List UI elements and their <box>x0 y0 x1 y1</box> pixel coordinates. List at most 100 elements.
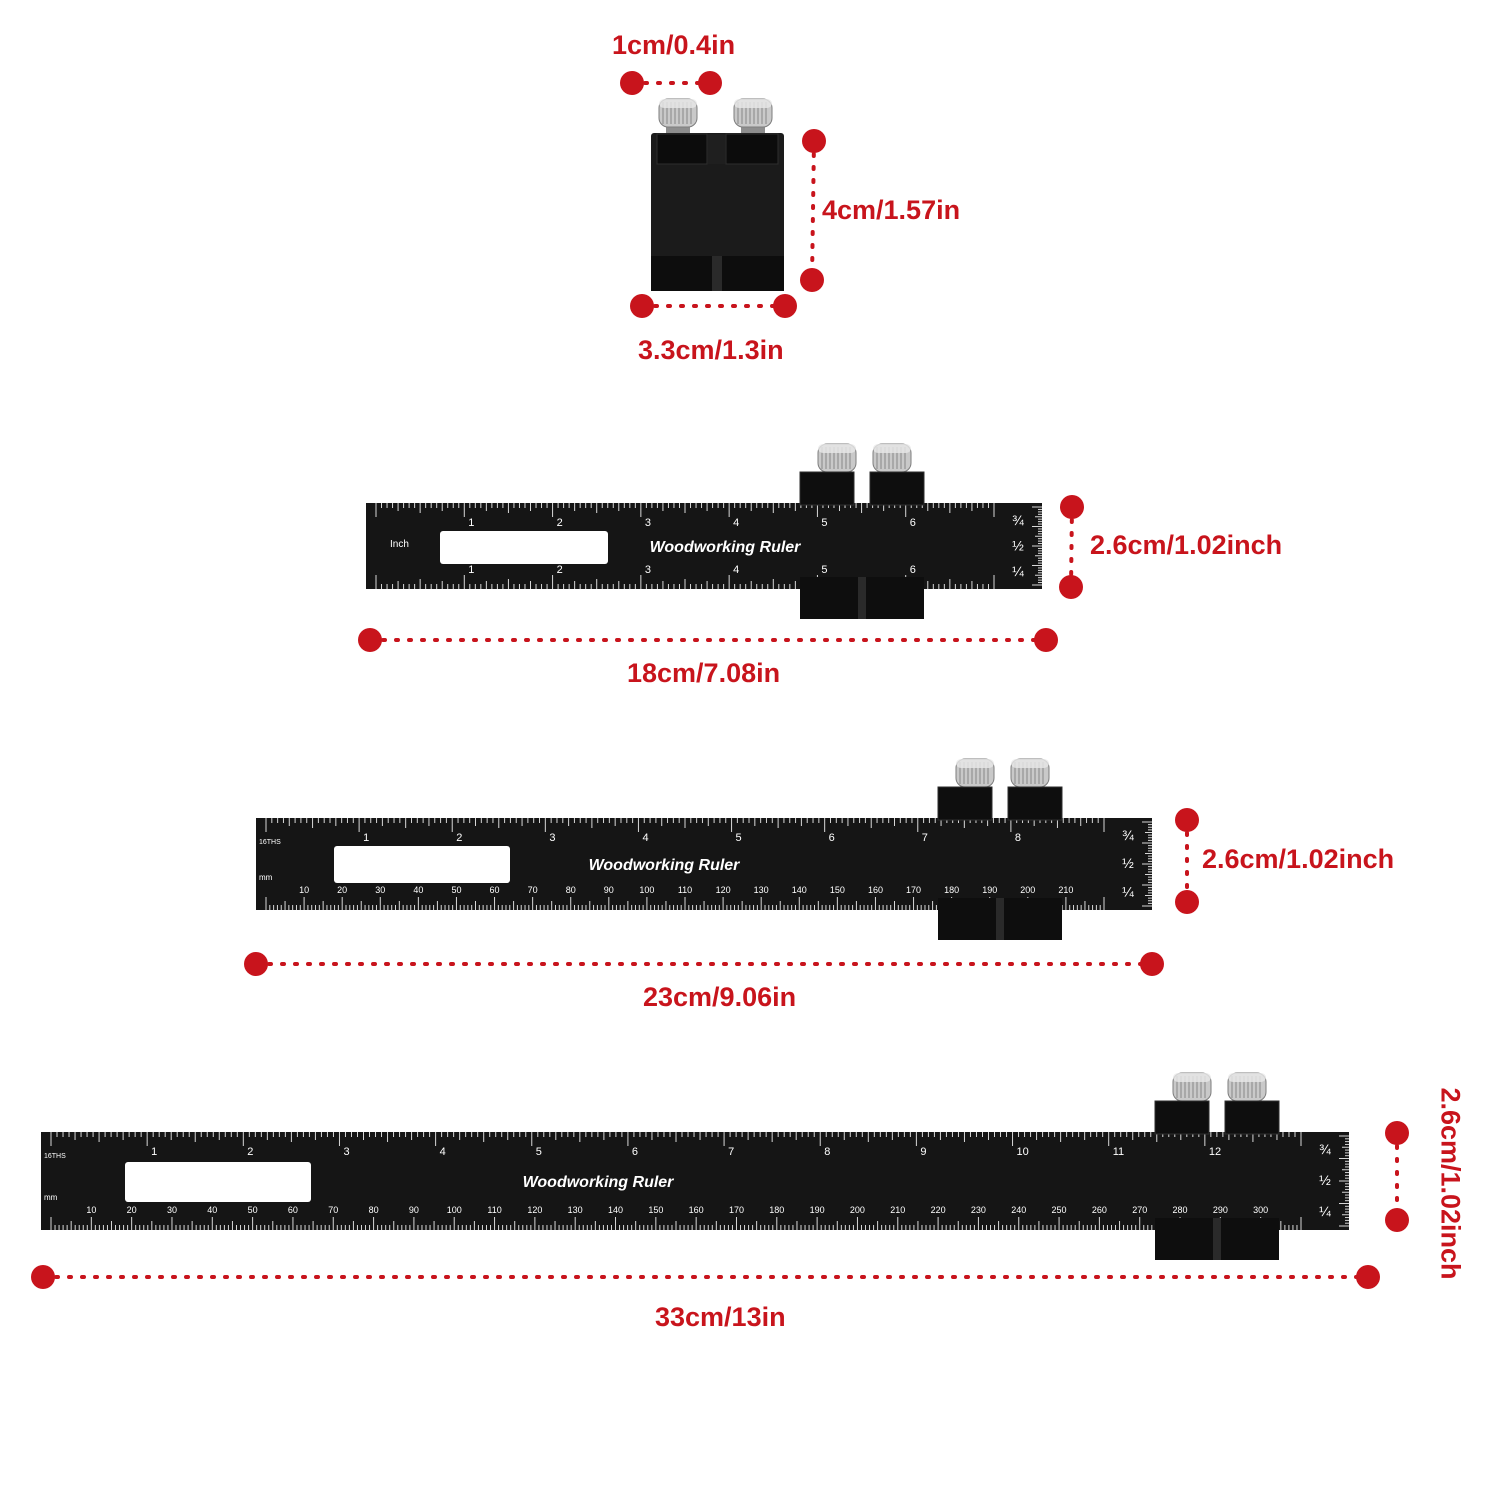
mm-number: 70 <box>528 885 538 895</box>
inch-number-top: 4 <box>733 517 739 529</box>
mm-number: 190 <box>982 885 997 895</box>
mm-number: 110 <box>487 1205 501 1215</box>
ruler-brand-label: Woodworking Ruler <box>650 539 802 556</box>
ruler-1-width-label: 2.6cm/1.02inch <box>1090 530 1283 560</box>
mm-number: 120 <box>716 885 731 895</box>
knob-highlight <box>1173 1073 1211 1082</box>
mm-number: 130 <box>568 1205 583 1215</box>
inch-number-top: 6 <box>632 1146 638 1158</box>
mm-number: 140 <box>608 1205 623 1215</box>
ruler-2-length-label: 23cm/9.06in <box>643 982 797 1012</box>
ruler-3-stop <box>1154 1072 1280 1260</box>
mm-number: 210 <box>890 1205 905 1215</box>
inch-number-top: 5 <box>736 832 742 844</box>
inch-number-top: 2 <box>557 517 563 529</box>
mm-number: 230 <box>971 1205 986 1215</box>
stop-bottom-slot <box>858 577 866 619</box>
block-body <box>651 133 784 291</box>
mm-number: 200 <box>850 1205 865 1215</box>
endpoint-dot <box>773 294 797 318</box>
mm-number: 260 <box>1092 1205 1107 1215</box>
mm-number: 190 <box>810 1205 825 1215</box>
inch-number-top: 1 <box>363 832 369 844</box>
inch-number-top: 3 <box>549 832 555 844</box>
mm-number: 60 <box>288 1205 298 1215</box>
stop-top-right <box>1007 786 1063 821</box>
block-top-right <box>725 133 779 165</box>
fraction-label: ½ <box>1319 1172 1331 1188</box>
reading-window <box>125 1162 311 1202</box>
inch-number-top: 2 <box>247 1146 253 1158</box>
ruler-2-width-label: 2.6cm/1.02inch <box>1202 844 1395 874</box>
inch-number-top: 1 <box>468 517 474 529</box>
inch-number-top: 11 <box>1113 1146 1124 1158</box>
ruler-3-width-label: 2.6cm/1.02inch <box>1435 1087 1466 1280</box>
knob-left-icon <box>658 98 698 139</box>
knob-highlight <box>1011 759 1049 768</box>
knob-highlight <box>818 444 856 453</box>
inch-number-top: 6 <box>829 832 835 844</box>
inch-number-top: 1 <box>151 1146 157 1158</box>
mm-number: 240 <box>1011 1205 1026 1215</box>
reading-window <box>440 531 608 564</box>
ruler-2-width-dimension <box>1175 808 1199 914</box>
mm-number: 90 <box>409 1205 419 1215</box>
ruler-3-length-label: 33cm/13in <box>655 1302 786 1332</box>
endpoint-dot <box>1356 1265 1380 1289</box>
mm-number: 100 <box>447 1205 462 1215</box>
inch-number-top: 2 <box>456 832 462 844</box>
mm-number: 60 <box>490 885 500 895</box>
unit-label: 16THS <box>259 839 281 846</box>
endpoint-dot <box>1140 952 1164 976</box>
inch-number-bottom: 6 <box>910 564 916 576</box>
knob-highlight <box>734 99 772 108</box>
mm-number: 270 <box>1132 1205 1147 1215</box>
mm-number: 100 <box>639 885 654 895</box>
inch-number-top: 8 <box>1015 832 1021 844</box>
mm-label: mm <box>44 1193 58 1202</box>
inch-number-top: 5 <box>536 1146 542 1158</box>
inch-number-bottom: 5 <box>821 564 827 576</box>
mm-number: 140 <box>792 885 807 895</box>
mm-number: 170 <box>729 1205 744 1215</box>
knob-right-icon <box>733 98 773 139</box>
inch-number-bottom: 4 <box>733 564 739 576</box>
inch-number-bottom: 3 <box>645 564 651 576</box>
inch-number-top: 12 <box>1209 1146 1221 1158</box>
inch-number-top: 7 <box>922 832 928 844</box>
unit-label: Inch <box>390 539 409 550</box>
fraction-label: ¾ <box>1122 827 1134 843</box>
inch-number-top: 6 <box>910 517 916 529</box>
stop-bottom-slot <box>996 898 1004 940</box>
mm-number: 130 <box>754 885 769 895</box>
mm-number: 180 <box>769 1205 784 1215</box>
inch-number-top: 9 <box>920 1146 926 1158</box>
ruler-3-width-dimension <box>1385 1121 1409 1232</box>
mm-number: 90 <box>604 885 614 895</box>
stop-top-right <box>1224 1100 1280 1135</box>
block-height-label: 4cm/1.57in <box>822 195 961 225</box>
mm-number: 180 <box>944 885 959 895</box>
block-gap-dimension <box>620 71 722 95</box>
fraction-label: ½ <box>1122 855 1134 871</box>
endpoint-dot <box>1385 1208 1409 1232</box>
dotted-line <box>1069 505 1074 589</box>
mm-number: 80 <box>369 1205 379 1215</box>
mm-number: 30 <box>375 885 385 895</box>
dotted-line <box>810 139 816 282</box>
mm-number: 220 <box>931 1205 946 1215</box>
ruler-1-stop <box>799 443 925 619</box>
fraction-label: ¾ <box>1319 1141 1331 1157</box>
mm-number: 300 <box>1253 1205 1268 1215</box>
block-width-label: 3.3cm/1.3in <box>638 335 784 365</box>
stop-block <box>651 98 784 291</box>
mm-number: 210 <box>1058 885 1073 895</box>
fraction-label: ¼ <box>1319 1203 1331 1219</box>
mm-number: 120 <box>527 1205 542 1215</box>
mm-number: 160 <box>868 885 883 895</box>
block-gap-label: 1cm/0.4in <box>612 30 736 60</box>
